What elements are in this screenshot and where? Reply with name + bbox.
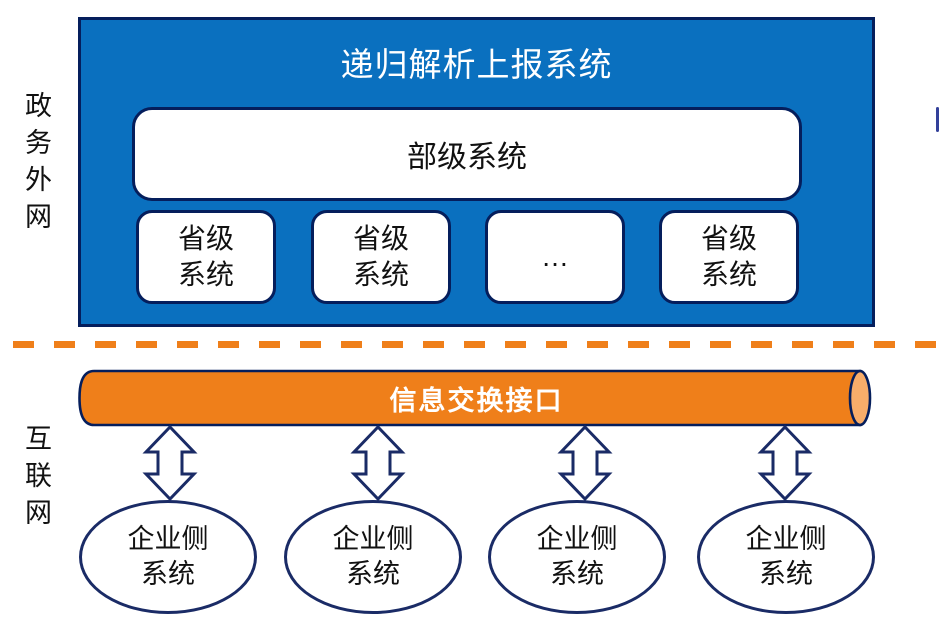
enterprise-system-ellipse: 企业侧 系统 [284, 500, 462, 614]
enterprise-system-ellipse: 企业侧 系统 [488, 500, 666, 614]
recursive-reporting-system-container: 递归解析上报系统 部级系统 省级 系统 省级 系统 … 省级 系统 [78, 17, 875, 327]
double-arrow-icon [557, 425, 613, 501]
enterprise-system-ellipse: 企业侧 系统 [79, 500, 257, 614]
ministry-system-box: 部级系统 [132, 107, 802, 201]
network-boundary-dashed-line [13, 341, 940, 348]
province-system-box: 省级 系统 [659, 210, 799, 304]
province-system-box: 省级 系统 [311, 210, 451, 304]
enterprise-system-ellipse: 企业侧 系统 [697, 500, 875, 614]
system-title: 递归解析上报系统 [340, 46, 613, 83]
gov-extranet-label: 政务外网 [21, 91, 51, 239]
pipe-cylinder-icon [78, 369, 872, 427]
interface-bar-label: 信息交换接口 [389, 385, 564, 416]
double-arrow-icon [142, 425, 198, 501]
internet-label: 互联网 [21, 424, 51, 535]
double-arrow-icon [757, 425, 813, 501]
interface-cylinder-shape: 信息交换接口 [78, 369, 875, 427]
double-arrow-icon [350, 425, 406, 501]
clipped-edge-artifact [936, 107, 939, 132]
province-system-box: 省级 系统 [136, 210, 276, 304]
province-system-ellipsis-box: … [485, 210, 625, 304]
